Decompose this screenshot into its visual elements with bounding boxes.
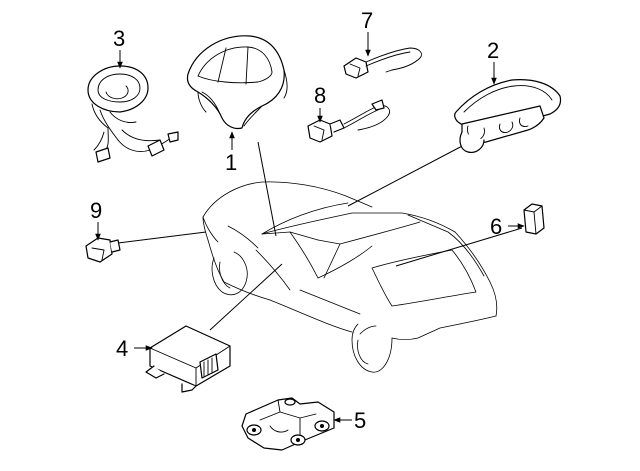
leader-lines [117, 141, 523, 331]
part-2-passenger-airbag-module [454, 79, 562, 153]
part-4-airbag-control-module [145, 325, 231, 393]
part-7-wiring-harness [343, 47, 422, 79]
callout-6: 6 [490, 214, 502, 239]
part-8-wiring-harness [307, 99, 390, 143]
car-body-outline [202, 181, 498, 373]
part-5-mounting-bracket [241, 397, 335, 451]
callout-1: 1 [225, 150, 237, 175]
callout-5: 5 [354, 408, 366, 433]
callout-9: 9 [90, 198, 102, 223]
part-9-connector [85, 237, 121, 263]
callout-7: 7 [361, 8, 373, 33]
part-6-impact-sensor [523, 203, 545, 235]
part-1-driver-airbag-module [186, 35, 288, 130]
callout-4: 4 [116, 336, 128, 361]
callout-2: 2 [487, 38, 499, 63]
callout-labels: 1 2 3 4 5 6 7 8 9 [90, 8, 502, 433]
callout-arrows [95, 32, 525, 423]
callout-3: 3 [113, 26, 125, 51]
callout-8: 8 [314, 83, 326, 108]
part-3-clock-spring [87, 65, 179, 163]
